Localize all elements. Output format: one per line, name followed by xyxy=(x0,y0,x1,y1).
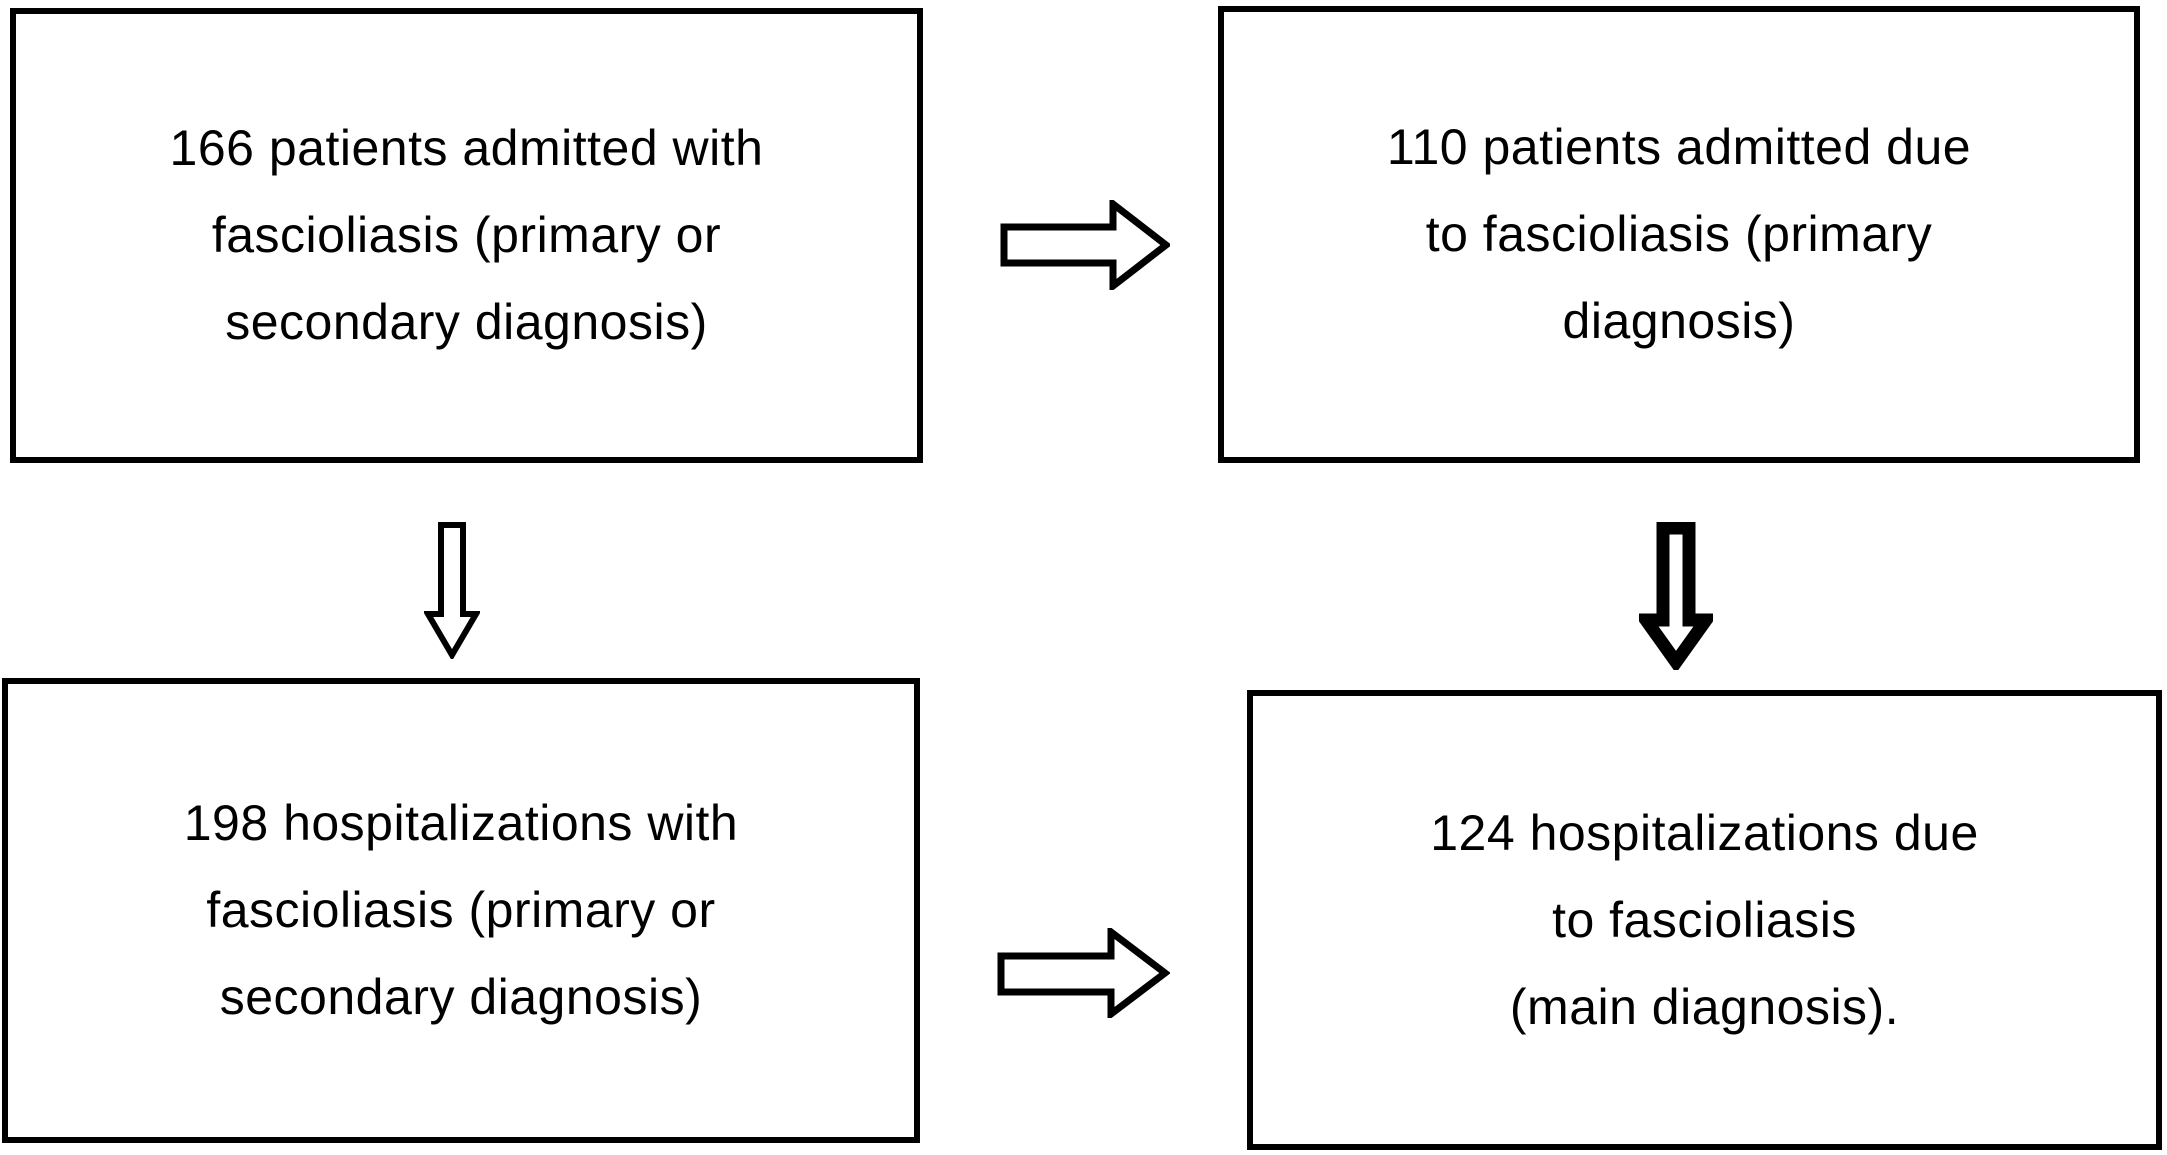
right-arrow-icon xyxy=(997,928,1170,1018)
box-hospitalizations-primary-text: 124 hospitalizations due to fascioliasis… xyxy=(1430,804,1979,1035)
box-patients-admitted-all: 166 patients admitted with fascioliasis … xyxy=(10,8,923,463)
down-arrow-icon xyxy=(424,522,480,659)
box-patients-admitted-all-text: 166 patients admitted with fascioliasis … xyxy=(169,120,764,350)
box-hospitalizations-all: 198 hospitalizations with fascioliasis (… xyxy=(2,678,920,1143)
box-hospitalizations-primary: 124 hospitalizations due to fascioliasis… xyxy=(1247,690,2162,1150)
box-patients-admitted-primary-text: 110 patients admitted due to fascioliasi… xyxy=(1386,119,1972,349)
box-hospitalizations-all-text: 198 hospitalizations with fascioliasis (… xyxy=(183,795,739,1025)
right-arrow-icon xyxy=(1000,200,1170,290)
down-arrow-bold-icon xyxy=(1639,522,1713,670)
box-patients-admitted-primary: 110 patients admitted due to fascioliasi… xyxy=(1218,6,2140,463)
